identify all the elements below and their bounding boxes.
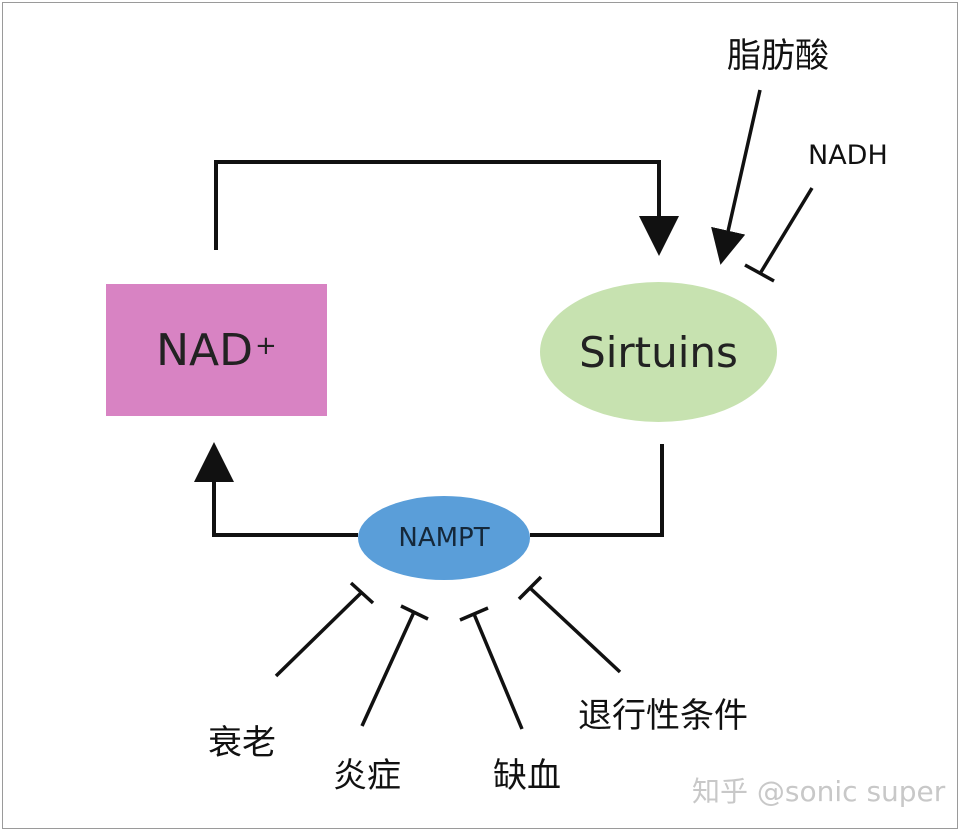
nad-superscript: + <box>255 331 277 361</box>
inhibit-inflammation-bar <box>400 604 429 621</box>
sirtuins-ellipse: Sirtuins <box>540 282 777 422</box>
arrow-nampt-to-nad <box>194 442 358 537</box>
inhibit-nadh-bar <box>744 263 775 283</box>
inhibit-aging-bar <box>349 581 375 605</box>
ischemia-label: 缺血 <box>493 756 561 796</box>
nampt-ellipse: NAMPT <box>358 496 530 580</box>
line-sirtuins-to-nampt <box>530 444 664 537</box>
inhibit-inflammation <box>360 611 416 727</box>
nadh-label: NADH <box>808 140 888 171</box>
inhibit-degenerative-bar <box>517 575 543 601</box>
inflammation-label: 炎症 <box>333 756 401 796</box>
watermark: 知乎 @sonic super <box>692 775 946 808</box>
inhibit-ischemia-bar <box>459 606 489 622</box>
inhibit-ischemia <box>472 613 524 730</box>
inhibit-degenerative <box>528 586 622 674</box>
inhibit-nadh <box>759 187 814 273</box>
nampt-label: NAMPT <box>398 523 490 553</box>
fatty-acid-label: 脂肪酸 <box>727 36 829 76</box>
sirtuins-label: Sirtuins <box>579 327 738 377</box>
nad-box: NAD+ <box>106 284 327 416</box>
arrow-fatty-acid <box>711 89 762 265</box>
degenerative-conditions-label: 退行性条件 <box>578 696 748 736</box>
nad-label: NAD <box>156 324 254 376</box>
inhibit-aging <box>274 590 364 678</box>
arrow-nad-to-sirtuins <box>214 160 679 256</box>
aging-label: 衰老 <box>208 723 276 763</box>
